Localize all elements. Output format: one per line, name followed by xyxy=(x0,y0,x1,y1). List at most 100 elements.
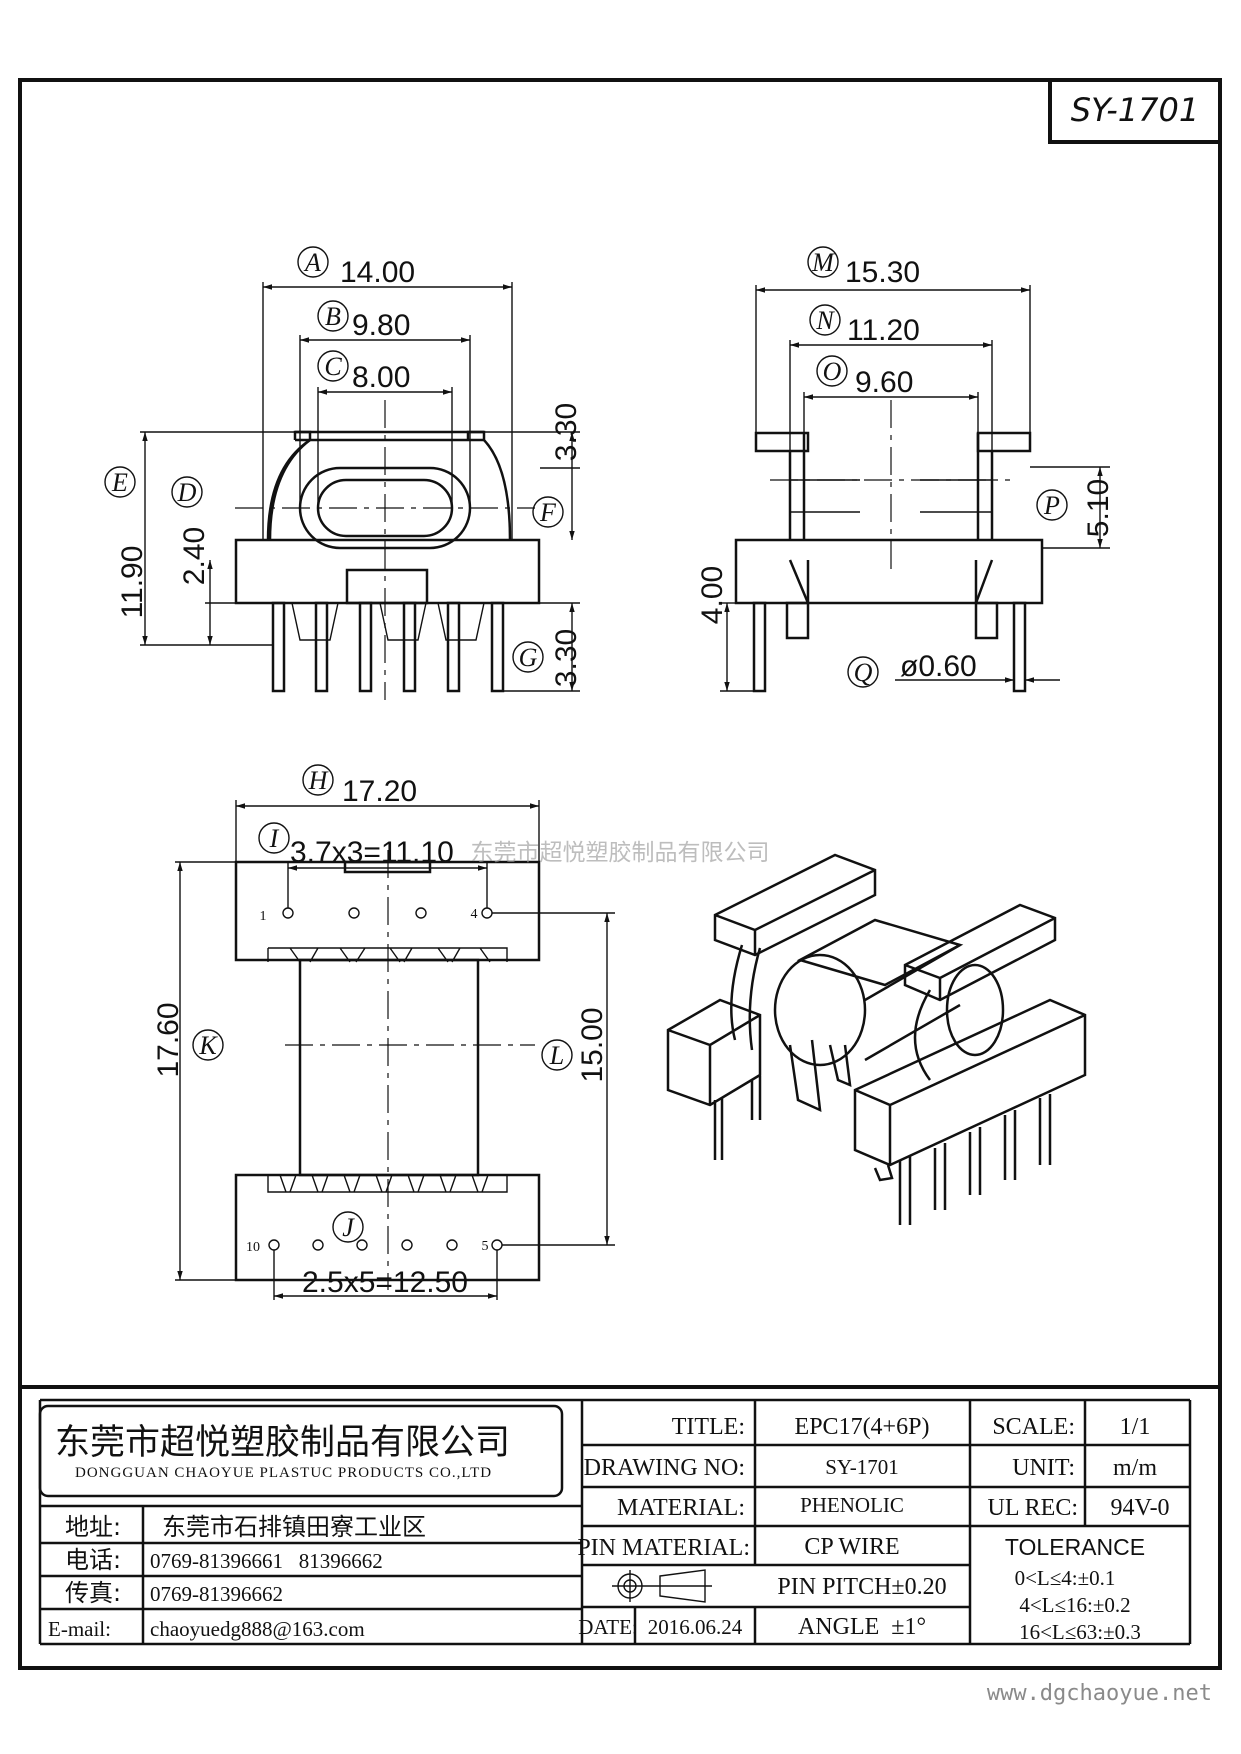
tolerance-row-1: 0<L≤4:±0.1 xyxy=(1015,1566,1116,1590)
svg-text:M: M xyxy=(811,248,835,277)
scale-value: 1/1 xyxy=(1120,1414,1151,1440)
dim-J: J 2.5x5=12.50 xyxy=(302,1211,468,1299)
tolerance-row-2: 4<L≤16:±0.2 xyxy=(1019,1593,1130,1617)
dim-L: L 15.00 xyxy=(541,1007,609,1083)
svg-text:3.30: 3.30 xyxy=(550,629,583,687)
drawing-code: SY-1701 xyxy=(1071,91,1199,129)
svg-text:I: I xyxy=(269,824,280,853)
isometric-view xyxy=(666,853,1087,1225)
pin-pitch: PIN PITCH±0.20 xyxy=(777,1574,946,1600)
date-label: DATE: xyxy=(578,1615,638,1639)
svg-text:G: G xyxy=(519,643,538,672)
svg-text:15.00: 15.00 xyxy=(576,1007,609,1082)
svg-text:9.60: 9.60 xyxy=(855,366,913,399)
phone-label: 电话: xyxy=(65,1546,121,1574)
dim-M: M 15.30 xyxy=(807,246,920,289)
svg-text:11.90: 11.90 xyxy=(116,546,149,619)
svg-text:3.7x3=11.10: 3.7x3=11.10 xyxy=(290,836,454,869)
email: chaoyuedg888@163.com xyxy=(150,1617,365,1641)
title-label: TITLE: xyxy=(672,1414,745,1440)
pin-label-10: 10 xyxy=(246,1240,260,1255)
svg-text:O: O xyxy=(823,357,842,386)
front-view: A 14.00 B 9.80 C 8.00 E 11.90 D 2.40 F 3… xyxy=(104,246,583,700)
svg-text:N: N xyxy=(815,306,835,335)
dim-A: A 14.00 xyxy=(297,246,415,289)
address-label: 地址: xyxy=(65,1513,121,1541)
dim-4-00: 4.00 xyxy=(696,566,729,624)
dim-Q: Q ø0.60 xyxy=(847,650,977,688)
angle: ANGLE ±1° xyxy=(798,1614,926,1640)
company-name-cn: 东莞市超悦塑胶制品有限公司 xyxy=(55,1423,510,1463)
svg-text:17.60: 17.60 xyxy=(152,1002,185,1077)
svg-text:2.5x5=12.50: 2.5x5=12.50 xyxy=(302,1266,468,1299)
svg-text:E: E xyxy=(111,468,128,497)
pin-material-value: CP WIRE xyxy=(804,1534,899,1560)
ul-value: 94V-0 xyxy=(1110,1495,1169,1521)
svg-text:11.20: 11.20 xyxy=(847,314,920,347)
drawing-no-value: SY-1701 xyxy=(825,1455,899,1479)
scale-label: SCALE: xyxy=(992,1414,1075,1440)
svg-text:ø0.60: ø0.60 xyxy=(900,650,977,683)
dim-K: K 17.60 xyxy=(152,1002,224,1078)
dim-O: O 9.60 xyxy=(816,355,913,399)
svg-text:F: F xyxy=(539,498,557,527)
dim-P: P 5.10 xyxy=(1036,479,1115,537)
dim-G: G 3.30 xyxy=(512,629,583,687)
material-value: PHENOLIC xyxy=(800,1493,904,1517)
drawing-code-box: SY-1701 xyxy=(1048,78,1222,144)
dim-N: N 11.20 xyxy=(809,304,920,347)
fax: 0769-81396662 xyxy=(150,1582,283,1606)
svg-text:3.30: 3.30 xyxy=(550,403,583,461)
svg-text:9.80: 9.80 xyxy=(352,309,410,342)
date-value: 2016.06.24 xyxy=(648,1615,743,1639)
watermark: 东莞市超悦塑胶制品有限公司 xyxy=(471,840,770,866)
unit-value: m/m xyxy=(1113,1455,1157,1481)
email-label: E-mail: xyxy=(48,1617,111,1641)
svg-text:B: B xyxy=(325,302,341,331)
dim-B: B 9.80 xyxy=(317,300,410,342)
phone: 0769-81396661 81396662 xyxy=(150,1549,383,1573)
svg-text:H: H xyxy=(308,766,329,795)
svg-text:4.00: 4.00 xyxy=(696,566,729,624)
dim-H: H 17.20 xyxy=(302,764,417,808)
svg-text:D: D xyxy=(177,478,197,507)
svg-text:2.40: 2.40 xyxy=(178,527,211,585)
company-name-en: DONGGUAN CHAOYUE PLASTUC PRODUCTS CO.,LT… xyxy=(75,1465,492,1481)
ul-label: UL REC: xyxy=(988,1495,1078,1521)
svg-text:P: P xyxy=(1043,491,1060,520)
dim-I: I 3.7x3=11.10 xyxy=(258,822,454,869)
side-view: M 15.30 N 11.20 O 9.60 P 5.10 4.00 Q ø0.… xyxy=(696,246,1115,693)
svg-text:5.10: 5.10 xyxy=(1082,479,1115,537)
tolerance-row-3: 16<L≤63:±0.3 xyxy=(1019,1620,1141,1644)
tolerance-label: TOLERANCE xyxy=(1005,1534,1145,1560)
svg-text:K: K xyxy=(198,1031,218,1060)
title-value: EPC17(4+6P) xyxy=(795,1414,930,1440)
svg-text:C: C xyxy=(324,352,342,381)
svg-text:15.30: 15.30 xyxy=(845,256,920,289)
dim-E: E 11.90 xyxy=(104,466,149,619)
dim-D: D 2.40 xyxy=(171,476,211,585)
address: 东莞市石排镇田寮工业区 xyxy=(162,1513,426,1541)
projection-symbol-icon xyxy=(612,1569,712,1603)
svg-text:J: J xyxy=(342,1213,355,1242)
svg-text:14.00: 14.00 xyxy=(340,256,415,289)
unit-label: UNIT: xyxy=(1012,1455,1075,1481)
sheet-border xyxy=(18,78,1222,1670)
dim-C: C 8.00 xyxy=(317,350,410,394)
svg-text:A: A xyxy=(303,248,321,277)
material-label: MATERIAL: xyxy=(617,1495,745,1521)
pin-label-1: 1 xyxy=(260,909,267,924)
svg-text:8.00: 8.00 xyxy=(352,361,410,394)
pin-label-4: 4 xyxy=(471,907,478,922)
website: www.dgchaoyue.net xyxy=(987,1681,1212,1706)
front-pins xyxy=(271,601,505,693)
svg-text:Q: Q xyxy=(854,658,873,687)
pin-material-label: PIN MATERIAL: xyxy=(577,1535,750,1561)
dim-F: F 3.30 xyxy=(532,403,583,528)
pin-label-5: 5 xyxy=(482,1239,489,1254)
title-block: 东莞市超悦塑胶制品有限公司 DONGGUAN CHAOYUE PLASTUC P… xyxy=(20,1385,1220,1646)
svg-text:L: L xyxy=(549,1041,564,1070)
svg-text:17.20: 17.20 xyxy=(342,775,417,808)
drawing-no-label: DRAWING NO: xyxy=(584,1455,745,1481)
